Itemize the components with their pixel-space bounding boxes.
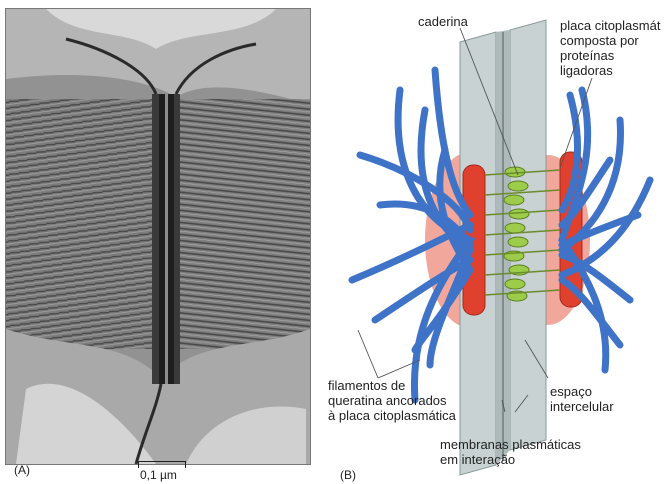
label-caderina: caderina [418, 14, 468, 29]
panel-b-letter: (B) [340, 468, 356, 482]
right-membrane [509, 19, 547, 451]
desmosome-diagram: caderina placa citoplasmát composta por … [320, 0, 665, 482]
diagram-drawing [348, 19, 654, 476]
label-filamentos-queratina: filamentos de queratina ancorados à plac… [328, 378, 456, 423]
label-membranas-plasmaticas: membranas plasmáticas em interação [440, 437, 581, 467]
panel-a-letter: (A) [14, 463, 30, 477]
scale-label: 0,1 µm [140, 468, 177, 482]
micrograph-image [6, 9, 310, 464]
electron-micrograph [5, 8, 311, 465]
leader-lines [357, 27, 593, 413]
keratin-filaments [348, 66, 654, 404]
cadherin-links [484, 169, 561, 296]
label-placa-citoplasmatica: placa citoplasmát composta por proteínas… [560, 18, 661, 78]
scale-bar [138, 461, 186, 468]
label-espaco-intercelular: espaço intercelular [550, 384, 614, 414]
